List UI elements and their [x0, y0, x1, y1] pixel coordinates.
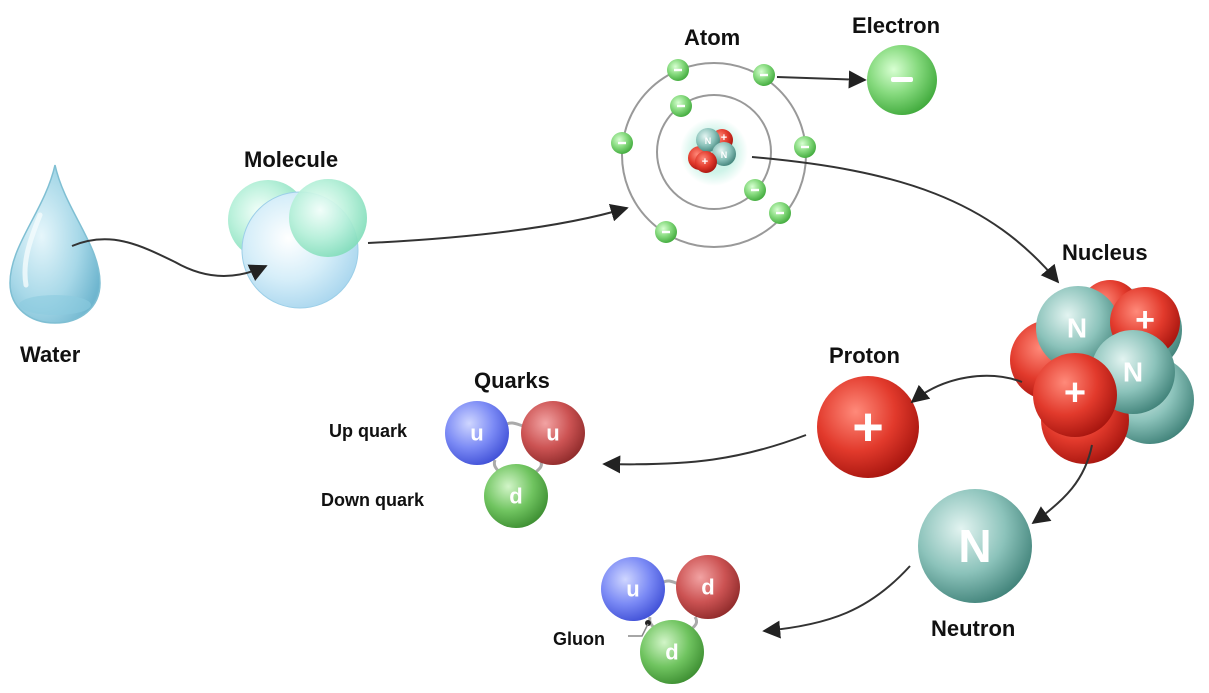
atom-electron-minus-5 [801, 145, 809, 149]
label-electron: Electron [852, 13, 941, 38]
neutron-sphere: N [918, 489, 1032, 603]
svg-text:+: + [1064, 372, 1086, 414]
arrows [71, 70, 1093, 639]
quark-up-symbol-1: u [470, 421, 483, 446]
arrow-proton-to-quarks [602, 434, 807, 474]
water-drop [9, 164, 101, 324]
neutron-quarks: u d d [601, 555, 740, 684]
label-gluon: Gluon [553, 629, 605, 649]
label-quarks: Quarks [474, 368, 550, 393]
label-up-quark: Up quark [329, 421, 408, 441]
proton-sphere: + [817, 376, 919, 478]
label-nucleus: Nucleus [1062, 240, 1148, 265]
quark-up-symbol-2: u [546, 421, 559, 446]
gluon-leader-line [628, 623, 649, 637]
label-neutron: Neutron [931, 616, 1016, 641]
label-proton: Proton [829, 343, 900, 368]
proton-quarks: u u d [445, 401, 585, 528]
arrow-molecule-to-atom [367, 204, 629, 244]
label-down-quark: Down quark [321, 490, 425, 510]
atom-electron-minus-6 [751, 188, 759, 192]
atom-electron-minus-7 [776, 211, 784, 215]
atom-electron-minus-4 [618, 141, 626, 145]
svg-text:+: + [721, 132, 727, 144]
atom-electron-minus-2 [760, 73, 768, 77]
electron-sphere [867, 45, 937, 115]
svg-text:N: N [705, 136, 712, 146]
svg-text:+: + [1135, 301, 1155, 339]
proton-symbol: + [852, 397, 884, 457]
arrow-atom-to-nucleus [751, 156, 1060, 284]
atom-electron-minus-1 [674, 68, 682, 72]
label-molecule: Molecule [244, 147, 339, 172]
quark-down-symbol-1: d [509, 484, 522, 509]
atom-electron-minus-3 [677, 104, 685, 108]
atom-electrons [611, 59, 816, 243]
molecule-sphere [228, 179, 367, 309]
gluon-marker [645, 620, 651, 626]
svg-text:N: N [1123, 357, 1143, 388]
quark-up-symbol-3: u [626, 577, 639, 602]
neutron-symbol: N [958, 520, 991, 572]
quark-down-symbol-3: d [665, 640, 678, 665]
arrow-nucleus-to-neutron [1031, 444, 1093, 525]
arrow-water-to-molecule [71, 238, 268, 281]
label-water: Water [20, 342, 81, 367]
svg-text:N: N [721, 150, 728, 160]
arrow-atom-to-electron [776, 70, 867, 89]
arrow-nucleus-to-proton [910, 374, 1023, 404]
atom-electron-minus-8 [662, 230, 670, 234]
svg-text:N: N [1067, 313, 1087, 344]
svg-text:+: + [702, 156, 708, 168]
arrow-neutron-to-quarks [762, 565, 911, 639]
nucleus-cluster: N N + + [1010, 280, 1194, 464]
quark-down-symbol-2: d [701, 575, 714, 600]
label-atom: Atom [684, 25, 741, 50]
